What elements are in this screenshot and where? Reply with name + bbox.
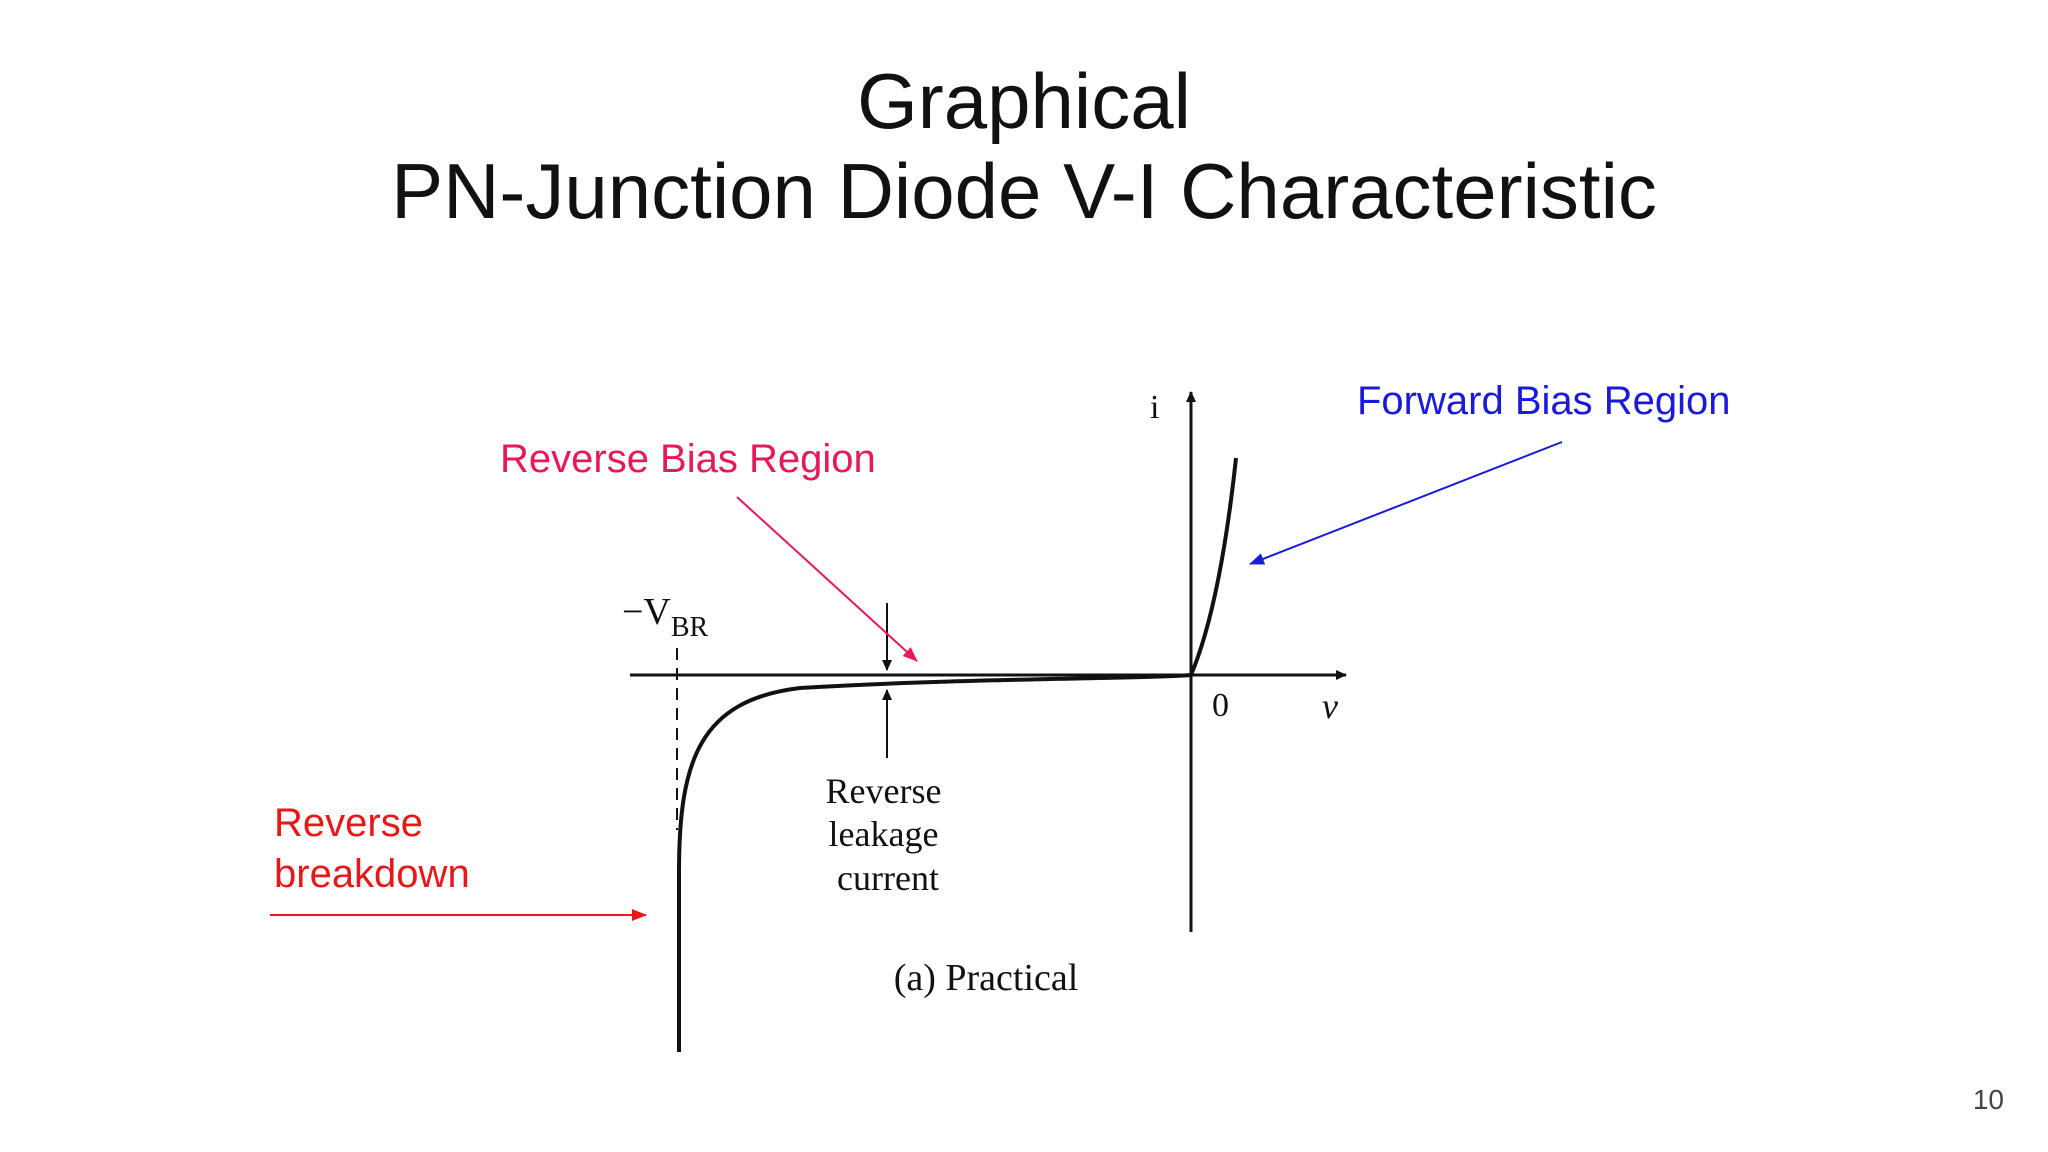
- title-line-1: Graphical: [857, 57, 1191, 145]
- reverse-breakdown-label: Reverse breakdown: [274, 801, 470, 896]
- page-number: 10: [1972, 1084, 2004, 1115]
- reverse-bias-label: Reverse Bias Region: [500, 437, 876, 481]
- leakage-current-label: Reverse leakage current: [826, 771, 951, 898]
- forward-bias-arrow: [1249, 441, 1563, 565]
- reverse-bias-arrow: [736, 496, 918, 662]
- characteristic-curve: [677, 457, 1238, 1052]
- slide-title: Graphical PN-Junction Diode V-I Characte…: [0, 56, 2048, 236]
- forward-bias-label: Forward Bias Region: [1357, 379, 1731, 423]
- x-axis-label: v: [1322, 686, 1338, 726]
- origin-label: 0: [1212, 687, 1229, 724]
- title-line-2: PN-Junction Diode V-I Characteristic: [391, 147, 1657, 235]
- breakdown-voltage-label: −VBR: [622, 591, 709, 643]
- y-axis-label: i: [1150, 389, 1159, 426]
- diagram-caption: (a) Practical: [894, 957, 1079, 999]
